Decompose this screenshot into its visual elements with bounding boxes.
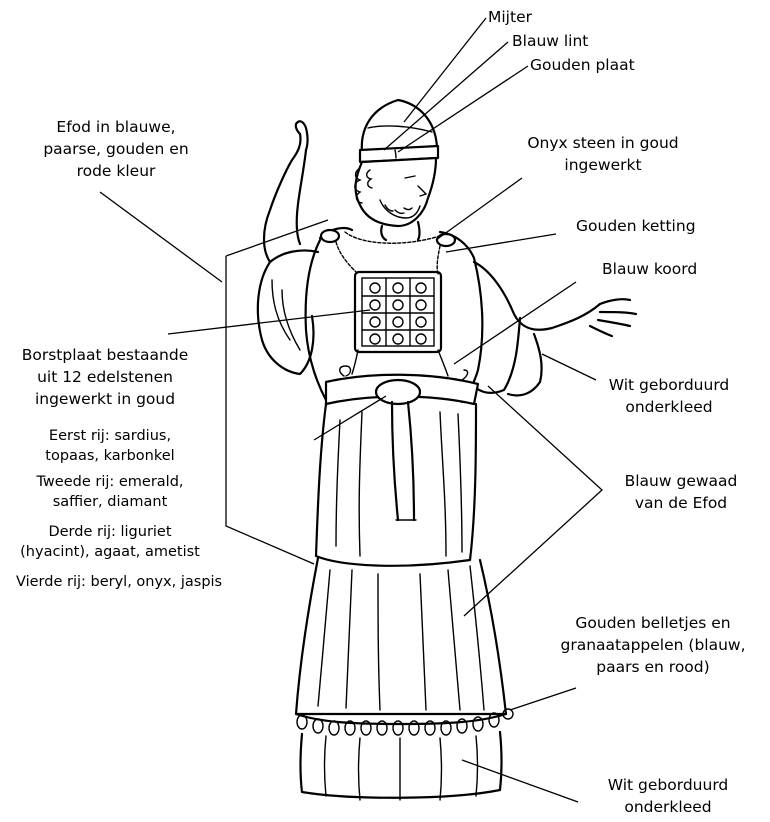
label-onyx: Onyx steen in goud ingewerkt	[508, 132, 698, 176]
label-belletjes-line-2: granaatappelen (blauw,	[560, 636, 746, 654]
label-wit-onderkleed-2: Wit geborduurd onderkleed	[586, 774, 750, 818]
label-wit-onderkleed-2-line-1: Wit geborduurd	[607, 776, 729, 794]
label-blauw-lint: Blauw lint	[512, 30, 588, 52]
label-wit-onderkleed-2-line-2: onderkleed	[624, 798, 712, 816]
extended-arm	[472, 260, 602, 331]
label-gouden-ketting: Gouden ketting	[576, 215, 696, 237]
label-wit-onderkleed-1-line-2: onderkleed	[625, 398, 713, 416]
label-blauw-koord-text: Blauw koord	[602, 260, 698, 278]
label-rij-2: Tweede rij: emerald, saffier, diamant	[12, 472, 208, 512]
label-rij-2-line-1: Tweede rij: emerald,	[36, 474, 184, 490]
label-blauw-lint-text: Blauw lint	[512, 32, 589, 50]
label-borstplaat-line-1: Borstplaat bestaande	[21, 346, 189, 364]
breastplate	[353, 270, 443, 354]
label-borstplaat-line-2: uit 12 edelstenen	[37, 368, 173, 386]
label-efod-line-1: Efod in blauwe,	[56, 118, 176, 136]
label-belletjes-line-3: paars en rood)	[596, 658, 710, 676]
label-gouden-plaat: Gouden plaat	[530, 54, 635, 76]
label-rij-4-text: Vierde rij: beryl, onyx, jaspis	[16, 574, 223, 590]
label-efod-line-2: paarse, gouden en	[43, 140, 189, 158]
priest-figure	[256, 98, 638, 801]
label-mijter-text: Mijter	[488, 8, 532, 26]
undergarment	[299, 730, 503, 799]
breastplate-stones	[361, 277, 435, 347]
label-belletjes-line-1: Gouden belletjes en	[575, 614, 731, 632]
label-rij-4: Vierde rij: beryl, onyx, jaspis	[16, 572, 222, 592]
label-rij-3-line-2: (hyacint), agaat, ametist	[20, 544, 200, 560]
label-borstplaat: Borstplaat bestaande uit 12 edelstenen i…	[4, 344, 206, 410]
label-gouden-plaat-text: Gouden plaat	[530, 56, 635, 74]
hem-bells	[294, 708, 514, 736]
label-rij-1: Eerst rij: sardius, topaas, karbonkel	[16, 426, 204, 466]
head-shape	[354, 156, 438, 228]
label-blauw-gewaad: Blauw gewaad van de Efod	[606, 470, 756, 514]
label-blauw-gewaad-line-2: van de Efod	[634, 494, 728, 512]
label-borstplaat-line-3: ingewerkt in goud	[34, 390, 176, 408]
label-rij-3-line-1: Derde rij: liguriet	[48, 524, 172, 540]
label-belletjes: Gouden belletjes en granaatappelen (blau…	[548, 612, 758, 678]
label-rij-1-line-2: topaas, karbonkel	[45, 448, 175, 464]
label-wit-onderkleed-1: Wit geborduurd onderkleed	[594, 374, 744, 418]
label-onyx-line-2: ingewerkt	[564, 156, 642, 174]
label-blauw-koord: Blauw koord	[602, 258, 697, 280]
label-gouden-ketting-text: Gouden ketting	[576, 217, 696, 235]
leader-lines	[99, 17, 603, 803]
label-mijter: Mijter	[488, 6, 532, 28]
label-rij-3: Derde rij: liguriet (hyacint), agaat, am…	[10, 522, 210, 562]
label-rij-2-line-2: saffier, diamant	[52, 494, 168, 510]
label-rij-1-line-1: Eerst rij: sardius,	[48, 428, 172, 444]
raised-arm	[262, 132, 320, 264]
label-efod: Efod in blauwe, paarse, gouden en rode k…	[26, 116, 206, 182]
label-onyx-line-1: Onyx steen in goud	[527, 134, 679, 152]
label-efod-line-3: rode kleur	[76, 162, 156, 180]
label-blauw-gewaad-line-1: Blauw gewaad	[624, 472, 738, 490]
label-wit-onderkleed-1-line-1: Wit geborduurd	[608, 376, 730, 394]
